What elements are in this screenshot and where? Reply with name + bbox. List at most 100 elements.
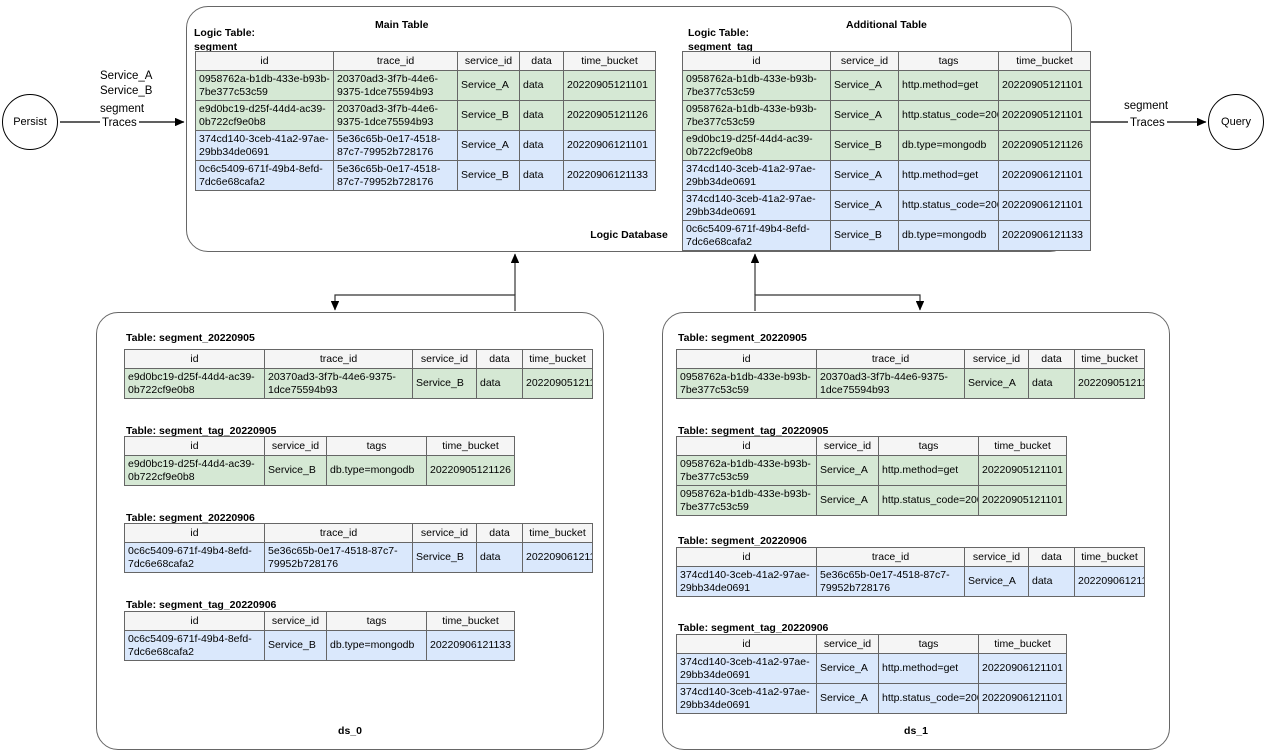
table-cell: 374cd140-3ceb-41a2-97ae-29bb34de0691: [676, 683, 817, 714]
table-cell: 0c6c5409-671f-49b4-8efd-7dc6e68cafa2: [682, 220, 831, 251]
table-cell: 20370ad3-3f7b-44e6-9375-1dce75594b93: [264, 368, 413, 399]
ds0-t4-caption: Table: segment_tag_20220906: [126, 599, 277, 611]
table-cell: 20220905121126: [522, 368, 593, 399]
table-cell: http.method=get: [878, 653, 979, 684]
table-cell: data: [519, 70, 564, 101]
table-cell: 5e36c65b-0e17-4518-87c7-79952b728176: [333, 160, 458, 191]
table-cell: data: [476, 542, 523, 573]
column-header-time_bucket: time_bucket: [978, 634, 1067, 654]
table-cell: 0958762a-b1db-433e-b93b-7be377c53c59: [676, 368, 817, 399]
column-header-time_bucket: time_bucket: [1074, 349, 1145, 369]
column-header-id: id: [124, 611, 265, 631]
ds1-t3-caption: Table: segment_20220906: [678, 535, 807, 547]
table-cell: 20220905121126: [998, 130, 1091, 161]
table-cell: 0c6c5409-671f-49b4-8efd-7dc6e68cafa2: [124, 630, 265, 661]
table-cell: db.type=mongodb: [898, 130, 999, 161]
ds1-t4-caption: Table: segment_tag_20220906: [678, 622, 829, 634]
column-header-id: id: [676, 349, 817, 369]
table-cell: 374cd140-3ceb-41a2-97ae-29bb34de0691: [682, 190, 831, 221]
table-cell: Service_A: [830, 70, 899, 101]
ds0-t1-caption: Table: segment_20220905: [126, 332, 255, 344]
column-header-data: data: [476, 349, 523, 369]
table-cell: Service_B: [264, 630, 327, 661]
table-cell: http.status_code=200: [878, 485, 979, 516]
table-cell: 20220906121133: [522, 542, 593, 573]
column-header-service_id: service_id: [830, 51, 899, 71]
table-cell: 20220905121126: [426, 455, 515, 486]
table-cell: Service_A: [816, 485, 879, 516]
table-cell: data: [519, 130, 564, 161]
table-cell: Service_A: [830, 100, 899, 131]
table-cell: data: [519, 160, 564, 191]
column-header-trace_id: trace_id: [333, 51, 458, 71]
column-header-service_id: service_id: [964, 349, 1029, 369]
left-segment-label: segment: [100, 103, 145, 115]
table-cell: 20220906121101: [978, 683, 1067, 714]
column-header-id: id: [124, 436, 265, 456]
additional-table-title: Additional Table: [846, 19, 927, 31]
arrow-db-to-ds0: [330, 294, 516, 311]
table-cell: 20220906121101: [978, 653, 1067, 684]
table-cell: data: [519, 100, 564, 131]
table-cell: 20220905121101: [978, 485, 1067, 516]
table-cell: Service_B: [412, 542, 477, 573]
main-table-title: Main Table: [375, 19, 429, 31]
table-cell: 20220905121101: [998, 100, 1091, 131]
table-cell: http.status_code=200: [898, 190, 999, 221]
column-header-trace_id: trace_id: [816, 547, 965, 567]
table-cell: db.type=mongodb: [326, 630, 427, 661]
table-cell: 20220905121101: [998, 70, 1091, 101]
ds0-t3-caption: Table: segment_20220906: [126, 512, 255, 524]
table-cell: 0c6c5409-671f-49b4-8efd-7dc6e68cafa2: [195, 160, 334, 191]
table-cell: 20220905121101: [978, 455, 1067, 486]
column-header-service_id: service_id: [412, 523, 477, 543]
table-cell: 20220906121101: [1074, 566, 1145, 597]
table-cell: Service_B: [830, 130, 899, 161]
left-traces-label: Traces: [100, 116, 139, 131]
table-cell: 5e36c65b-0e17-4518-87c7-79952b728176: [816, 566, 965, 597]
table-cell: Service_A: [964, 368, 1029, 399]
table-cell: Service_A: [816, 455, 879, 486]
column-header-time_bucket: time_bucket: [1074, 547, 1145, 567]
column-header-data: data: [476, 523, 523, 543]
table-cell: Service_B: [830, 220, 899, 251]
logic-database-label: Logic Database: [590, 229, 668, 241]
table-cell: 20220906121101: [563, 130, 656, 161]
column-header-time_bucket: time_bucket: [426, 611, 515, 631]
persist-node[interactable]: Persist: [2, 94, 58, 150]
table-cell: http.status_code=200: [878, 683, 979, 714]
column-header-trace_id: trace_id: [264, 523, 413, 543]
main-logic-table-label: Logic Table: segment: [194, 27, 256, 53]
table-cell: 20370ad3-3f7b-44e6-9375-1dce75594b93: [333, 70, 458, 101]
column-header-service_id: service_id: [816, 436, 879, 456]
table-cell: Service_A: [457, 130, 520, 161]
table-cell: 0958762a-b1db-433e-b93b-7be377c53c59: [682, 100, 831, 131]
table-cell: 374cd140-3ceb-41a2-97ae-29bb34de0691: [682, 160, 831, 191]
ds0-t2-caption: Table: segment_tag_20220905: [126, 425, 277, 437]
query-node[interactable]: Query: [1208, 94, 1264, 150]
table-cell: 374cd140-3ceb-41a2-97ae-29bb34de0691: [676, 566, 817, 597]
table-cell: 20220905121126: [563, 100, 656, 131]
persist-label: Persist: [13, 116, 47, 128]
column-header-service_id: service_id: [816, 634, 879, 654]
